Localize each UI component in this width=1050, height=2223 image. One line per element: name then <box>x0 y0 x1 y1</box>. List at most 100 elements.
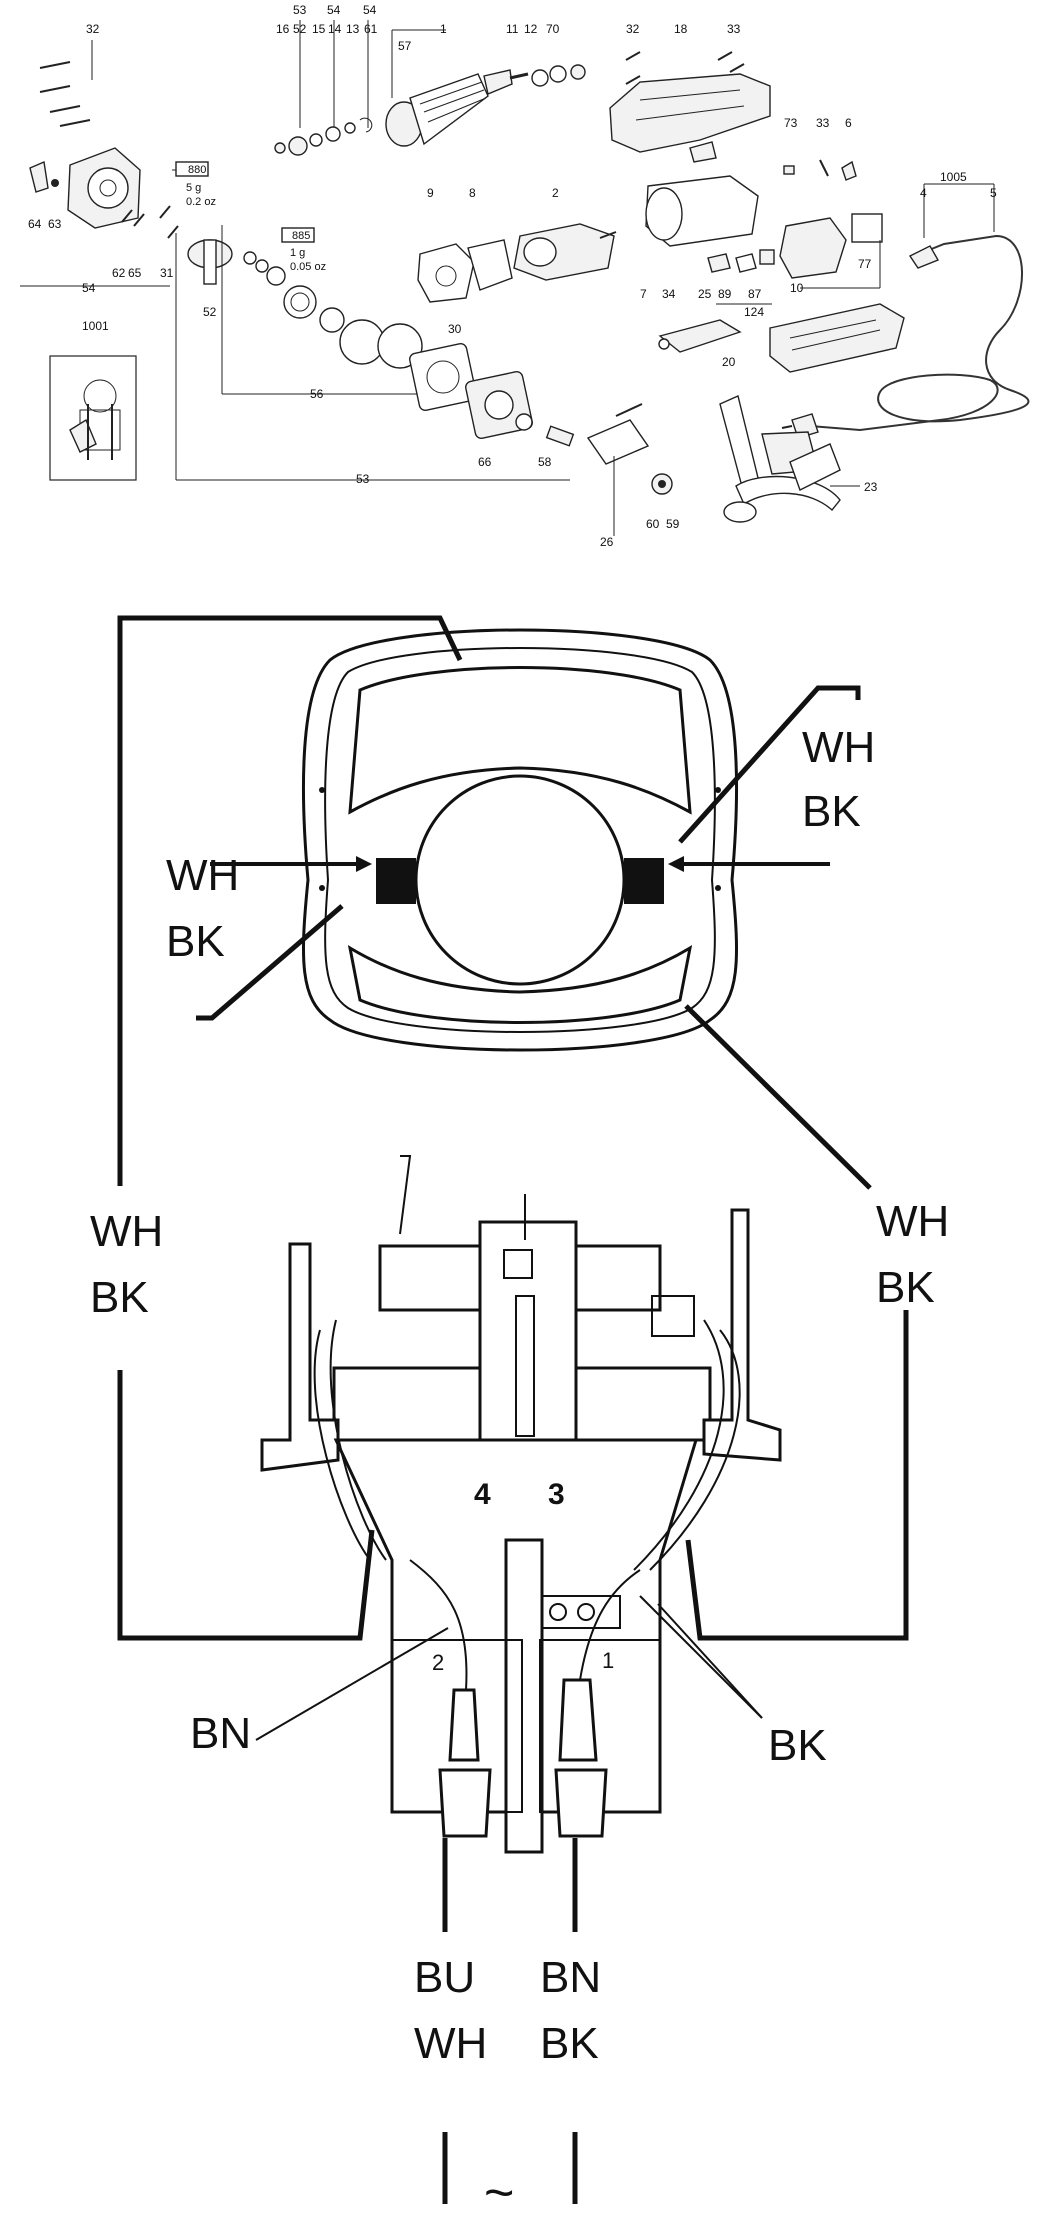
part-number: 5 <box>990 186 997 200</box>
part-number: 53 <box>293 3 307 17</box>
grease-tube-icon <box>172 161 209 177</box>
part-number: 1005 <box>940 170 967 184</box>
terminal-2: 2 <box>432 1650 444 1675</box>
part-number: 70 <box>546 22 560 36</box>
part-number: 8 <box>469 186 476 200</box>
spindle-lock <box>515 413 575 447</box>
wire-color-label: WH <box>166 851 239 900</box>
grease-part-number: 880 <box>188 164 206 176</box>
spindle-assembly <box>187 239 233 285</box>
part-number: 64 <box>28 217 42 231</box>
switch-slider-20 <box>658 319 742 353</box>
switch-position-4: 4 <box>474 1478 491 1511</box>
part-number: 54 <box>327 3 341 17</box>
wire-color-label: BK <box>802 787 861 836</box>
rear-housing <box>769 303 905 373</box>
part-number: 4 <box>920 186 927 200</box>
part-number: 16 <box>276 22 290 36</box>
wiring-diagram: 4 3 2 1 WH BK WH BK WH BK WH BK BN BK BU… <box>90 615 949 2222</box>
switch-body <box>260 1155 782 1854</box>
part-number: 6 <box>845 116 852 130</box>
grease-mass: 1 g <box>290 247 305 259</box>
part-number: 124 <box>744 305 764 319</box>
part-number: 32 <box>626 22 640 36</box>
part-number: 1 <box>440 22 447 36</box>
part-number: 2 <box>552 186 559 200</box>
part-number: 18 <box>674 22 688 36</box>
part-number: 56 <box>310 387 324 401</box>
wire-color-label: WH <box>414 2019 487 2068</box>
wheel-guard-23 <box>719 395 841 523</box>
label-bottom-left: BU WH <box>414 1953 487 2068</box>
part-number: 33 <box>816 116 830 130</box>
switch-assembly <box>779 213 883 279</box>
part-number: 57 <box>398 39 412 53</box>
grease-oz: 0.05 oz <box>290 261 326 273</box>
part-number: 12 <box>524 22 538 36</box>
part-number: 59 <box>666 517 680 531</box>
part-number: 14 <box>328 22 342 36</box>
wire-color-label: BK <box>540 2019 599 2068</box>
switch-position-3: 3 <box>548 1478 565 1511</box>
stator-frame <box>302 628 738 1052</box>
label-bottom-right: BN BK <box>540 1953 601 2068</box>
part-number: 34 <box>662 287 676 301</box>
label-top-left: WH BK <box>166 851 239 966</box>
motor-housing-7 <box>645 175 775 273</box>
grease-part-number: 885 <box>292 230 310 242</box>
gasket-plate <box>409 343 477 411</box>
part-number: 7 <box>640 287 647 301</box>
grease-mass: 5 g <box>186 182 201 194</box>
pin-26 <box>586 403 673 495</box>
part-number: 73 <box>784 116 798 130</box>
wire-color-label: WH <box>90 1207 163 1256</box>
small-parts-73-33-6 <box>783 159 857 181</box>
grease-oz: 0.2 oz <box>186 196 216 208</box>
bearing-stack <box>243 251 423 369</box>
part-number: 65 <box>128 266 142 280</box>
part-number: 11 <box>506 22 519 36</box>
terminal-1: 1 <box>602 1648 614 1673</box>
part-number: 61 <box>364 22 378 36</box>
inset-1001 <box>49 355 137 481</box>
part-number: 66 <box>478 455 492 469</box>
part-number: 15 <box>312 22 326 36</box>
fan-baffle <box>417 239 513 303</box>
wire-color-label: BK <box>876 1263 935 1312</box>
wire-color-label-bn: BN <box>190 1709 251 1758</box>
part-number: 54 <box>82 281 96 295</box>
part-number: 60 <box>646 517 660 531</box>
part-number: 25 <box>698 287 712 301</box>
part-number: 87 <box>748 287 762 301</box>
motor-housing-18 <box>609 51 771 163</box>
stator-field-coil <box>513 223 617 281</box>
label-top-right: WH BK <box>802 723 875 836</box>
wire-color-label: BK <box>90 1273 149 1322</box>
part-number: 23 <box>864 480 878 494</box>
wire-color-label: BK <box>166 917 225 966</box>
wire-color-label-bk: BK <box>768 1721 827 1770</box>
part-number: 20 <box>722 355 736 369</box>
label-left: WH BK <box>90 1207 163 1322</box>
part-number: 32 <box>86 22 100 36</box>
wire-color-label: WH <box>802 723 875 772</box>
part-number: 54 <box>363 3 377 17</box>
part-number: 31 <box>160 266 174 280</box>
exploded-view: 32 64 63 880 5 g 0.2 oz 62 65 31 5 <box>20 3 1030 549</box>
label-right: WH BK <box>876 1197 949 1312</box>
armature <box>385 64 586 147</box>
small-screws <box>121 205 179 239</box>
connection-arrows <box>210 856 830 872</box>
wire-color-label: BN <box>540 1953 601 2002</box>
part-number: 30 <box>448 322 462 336</box>
stator-wires <box>117 615 909 2204</box>
part-number: 62 <box>112 266 126 280</box>
grease-tube-icon <box>281 227 315 243</box>
part-number: 53 <box>356 472 370 486</box>
wire-color-label: BU <box>414 1953 475 2002</box>
internal-cables <box>313 1319 741 1691</box>
part-number: 26 <box>600 535 614 549</box>
part-number: 9 <box>427 186 434 200</box>
